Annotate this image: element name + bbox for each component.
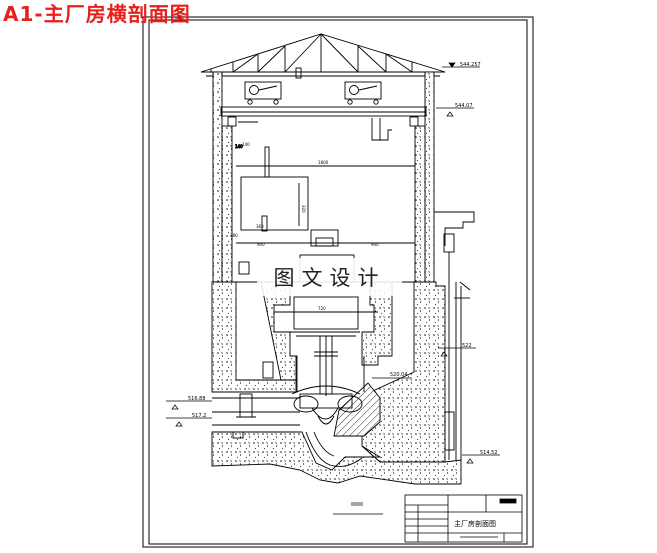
title-block <box>404 494 523 543</box>
elev-turbine-floor: 516.88 <box>188 396 206 402</box>
svg-text:140: 140 <box>242 142 250 147</box>
bridge-crane: 140 <box>220 67 427 149</box>
svg-text:380: 380 <box>230 233 238 238</box>
generator-unit: 1800 320 360 900 900 <box>236 146 415 283</box>
tailrace-gate <box>434 211 475 460</box>
elev-generator-floor: 522 <box>462 343 472 349</box>
svg-text:140: 140 <box>235 144 243 149</box>
elev-crane-rail: 544.07 <box>455 103 473 109</box>
inner-frame <box>148 19 528 545</box>
elev-draft-tube: 517.2 <box>192 413 206 419</box>
section-caption <box>333 502 383 515</box>
svg-text:360: 360 <box>256 224 264 229</box>
svg-text:900: 900 <box>371 242 379 247</box>
elevation-marks: 544.257 544.07 522 516.88 517.2 514.52 5… <box>166 62 500 464</box>
outer-frame <box>142 16 534 548</box>
elev-tailwater: 514.52 <box>480 450 498 456</box>
roof-truss <box>200 33 446 77</box>
dim-span-total: 1800 <box>318 160 329 165</box>
sheet-title: A1-主厂房横剖面图 <box>3 2 191 26</box>
svg-text:720: 720 <box>318 306 326 311</box>
watermark: 图文设计 <box>257 258 402 296</box>
svg-text:320: 320 <box>301 205 306 213</box>
powerhouse-substructure <box>211 281 462 485</box>
watermark-text: 图文设计 <box>273 266 386 290</box>
inlet-pipe <box>212 393 300 439</box>
title-block-drawing-name: 主厂房剖面图 <box>454 519 496 528</box>
svg-text:900: 900 <box>257 242 265 247</box>
elev-spiral-case: 520.04 <box>390 372 408 378</box>
elev-roof: 544.257 <box>460 62 481 68</box>
turbine-assembly: 720 <box>262 296 378 467</box>
